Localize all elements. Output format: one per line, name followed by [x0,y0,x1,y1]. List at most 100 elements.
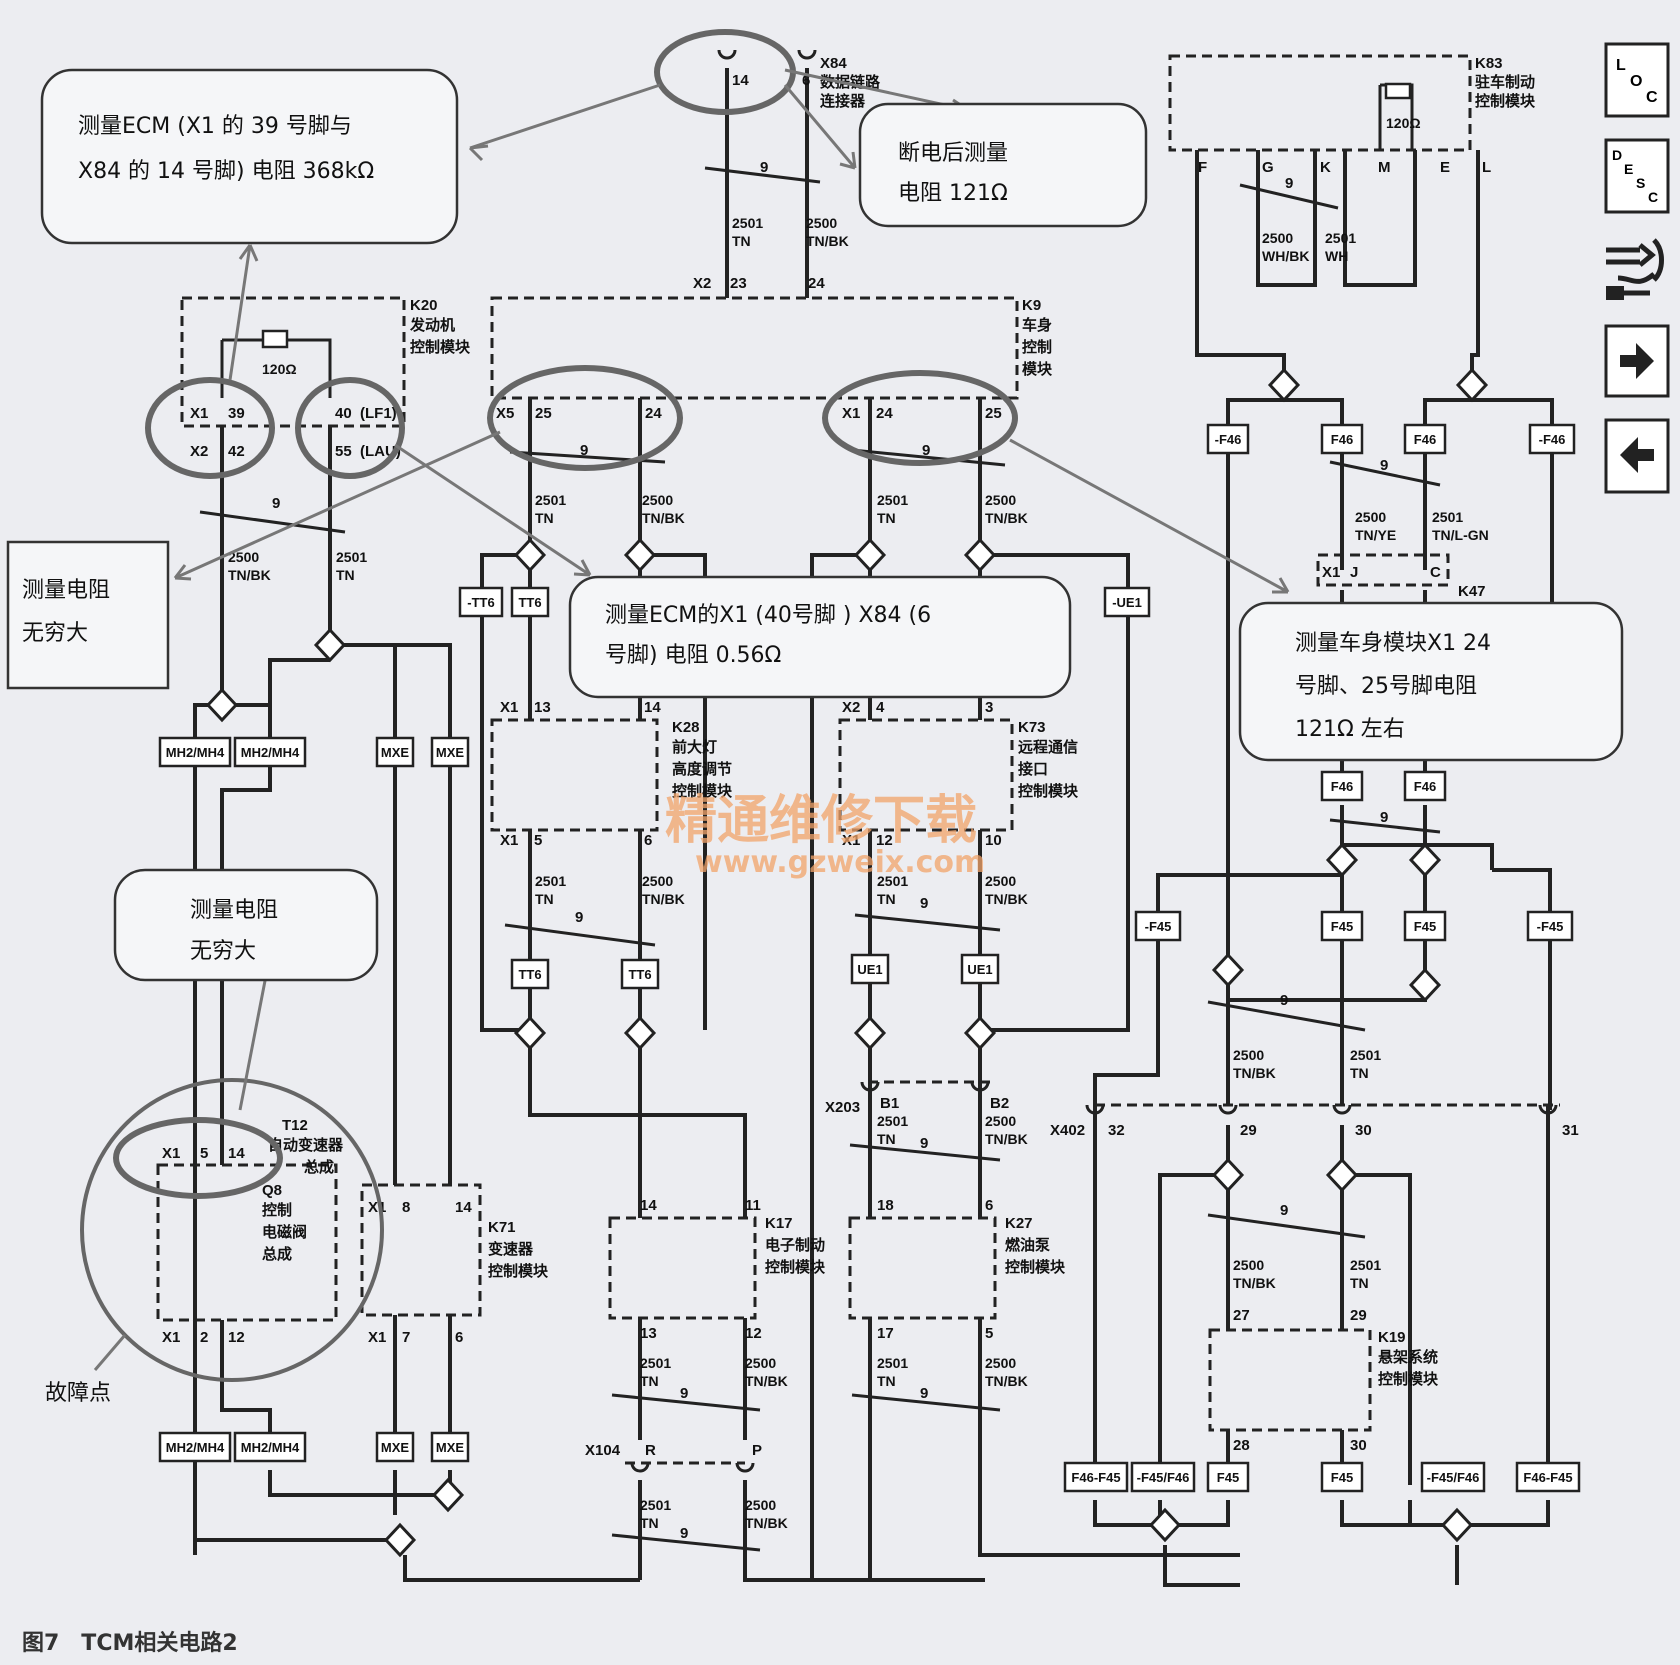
conn-f45-c: F45 [1206,1461,1250,1493]
conn-mxe-d: MXE [430,1431,470,1463]
x402-id: X402 [1050,1122,1085,1139]
svg-text:F46: F46 [1414,432,1436,447]
conn-nf46-a: -F46 [1206,423,1250,455]
svg-text:UE1: UE1 [967,962,992,977]
schematic-icon[interactable] [1606,238,1664,300]
k71-pin-8: 8 [402,1199,410,1216]
k73-x1: X1 [842,832,860,849]
k28-outline [490,718,659,832]
conn-f46f45-a: F46-F45 [1063,1461,1129,1493]
k19-pin-29: 29 [1350,1307,1367,1324]
k28-pin-13: 13 [534,699,551,716]
k20-pin-42: 42 [228,443,245,460]
k19-pin-27: 27 [1233,1307,1250,1324]
k9-name-2: 控制 [1022,338,1052,356]
svg-text:F46: F46 [1331,432,1353,447]
next-arrow-icon [1620,343,1654,379]
k9-x2: X2 [693,275,711,292]
callout-mid-infinite-line2: 无穷大 [190,939,256,964]
conn-ue1-b: UE1 [960,953,1000,985]
k47-id: K47 [1458,583,1486,600]
wire-2500-code: 2500 [1233,1047,1264,1063]
x203-id: X203 [825,1099,860,1116]
callout-mid-infinite-line1: 测量电阻 [190,898,278,923]
ring-k20-x1 [145,377,275,479]
k27-id: K27 [1005,1215,1033,1232]
wire-tnbk: TN/BK [985,510,1028,526]
k71-x1-lower: X1 [368,1329,386,1346]
k19-name1: 悬架系统 [1378,1348,1438,1366]
k17-outline [608,1216,757,1320]
k47-outline [1316,553,1450,587]
wire-tnbk: TN/BK [985,1131,1028,1147]
callout-body-module-line2: 号脚、25号脚电阻 [1295,674,1477,699]
svg-text:S: S [1636,175,1645,191]
k27-pin-6: 6 [985,1197,993,1214]
k83-pin-m: M [1378,159,1391,176]
svg-text:TT6: TT6 [628,967,651,982]
conn-mh-d: MH2/MH4 [233,1431,307,1463]
next-arrow-button[interactable] [1604,324,1670,398]
wire-2501-code: 2501 [640,1355,671,1371]
wire-2501-code: 2501 [640,1497,671,1513]
k20-name2: 控制模块 [410,338,471,356]
wire-2500-code: 2500 [642,492,673,508]
svg-text:MH2/MH4: MH2/MH4 [166,745,225,760]
wire-2500-code: 2500 [985,492,1016,508]
svg-text:-F45/F46: -F45/F46 [1137,1470,1190,1485]
wire-tnbk: TN/BK [745,1373,788,1389]
k73-name-1: 远程通信 [1018,738,1078,756]
k28-pin-5: 5 [534,832,542,849]
module-outlines [156,54,1560,1465]
terminals [630,49,1558,1473]
conn-nf46-b: -F46 [1528,423,1576,455]
wire-tnbk: TN/BK [745,1515,788,1531]
k28-pin-6: 6 [644,832,652,849]
k83-id: K83 [1475,55,1503,72]
wire-2501-code: 2501 [877,1355,908,1371]
wire-tn: TN [732,233,751,249]
k27-pin-18: 18 [877,1197,894,1214]
wire-2501-code: 2501 [877,873,908,889]
svg-text:TT6: TT6 [518,595,541,610]
svg-text:F45: F45 [1217,1470,1239,1485]
twist-label: 9 [920,1135,928,1152]
k27-name2: 控制模块 [1005,1258,1066,1276]
t12-x1: X1 [162,1145,180,1162]
t12-q8-name-1: 控制 [262,1201,292,1219]
svg-text:-UE1: -UE1 [1112,595,1142,610]
twist-label: 9 [920,1385,928,1402]
wire-tn: TN [1350,1065,1369,1081]
k17-name1: 电子制动 [765,1236,825,1254]
x402-pin-29: 29 [1240,1122,1257,1139]
wire-2501-code: 2501 [732,215,763,231]
ring-k9-x1 [822,370,1018,466]
callout-power-off: 断电后测量 电阻 121Ω [858,102,1148,228]
k9-name-1: 车身 [1022,316,1052,334]
k9-x5: X5 [496,405,514,422]
k9-x5-pin-25: 25 [535,405,552,422]
k17-pin-11: 11 [745,1197,761,1214]
highlight-rings [80,29,1018,1382]
wire-2500-code: 2500 [806,215,837,231]
t12-q8-name-3: 总成 [262,1245,292,1263]
svg-text:E: E [1624,161,1633,177]
wire-2501-code: 2501 [877,492,908,508]
k83-name1: 驻车制动 [1475,73,1535,91]
desc-button[interactable]: D E S C [1604,138,1670,214]
loc-button[interactable]: L O C [1604,42,1670,118]
callout-ecm-x84-6: 测量ECM的X1 (40号脚 ) X84 (6 号脚) 电阻 0.56Ω [568,575,1072,699]
k20-x1: X1 [190,405,208,422]
t12-name1: 自动变速器 [268,1136,344,1154]
callout-power-off-line1: 断电后测量 [898,141,1008,166]
wire-2500-code: 2500 [985,1355,1016,1371]
prev-arrow-button[interactable] [1604,418,1670,494]
twist-label: 9 [760,159,768,176]
twist-label: 9 [680,1525,688,1542]
svg-text:-F45/F46: -F45/F46 [1427,1470,1480,1485]
ring-k9-x5 [487,365,683,471]
conn-mh-c: MH2/MH4 [158,1431,232,1463]
k19-id: K19 [1378,1329,1406,1346]
k9-x5-pin-24: 24 [645,405,662,422]
conn-tt6-b: TT6 [510,958,550,990]
